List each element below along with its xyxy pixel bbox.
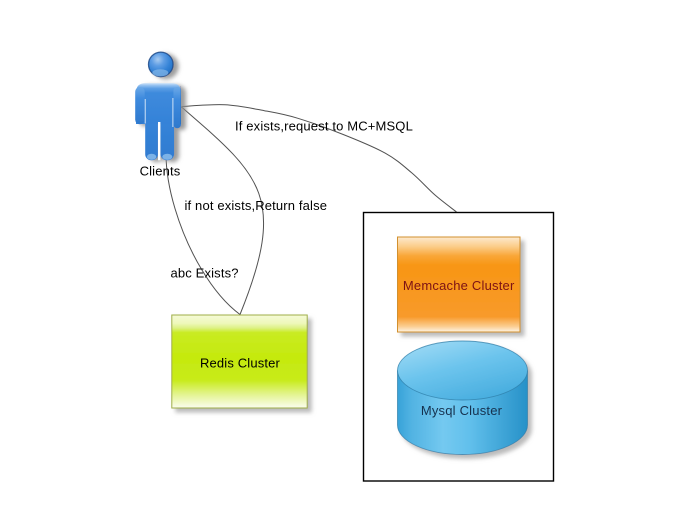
- svg-text:If exists,request to MC+MSQL: If exists,request to MC+MSQL: [235, 119, 413, 134]
- svg-text:if not exists,Return false: if not exists,Return false: [185, 198, 328, 213]
- svg-text:abc Exists?: abc Exists?: [171, 266, 239, 281]
- svg-text:Memcache Cluster: Memcache Cluster: [403, 278, 515, 293]
- svg-text:Mysql Cluster: Mysql Cluster: [421, 403, 503, 418]
- svg-text:Redis Cluster: Redis Cluster: [200, 355, 280, 370]
- svg-text:Clients: Clients: [140, 163, 181, 178]
